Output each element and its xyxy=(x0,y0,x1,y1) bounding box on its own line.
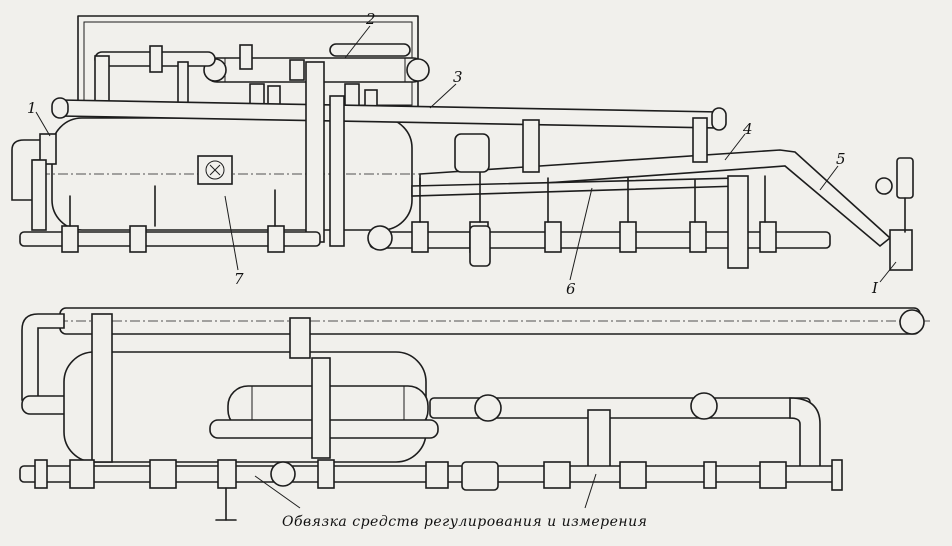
detail-I-instrument xyxy=(875,157,914,233)
label-3: 3 xyxy=(453,68,463,86)
caption: Обвязка средств регулирования и измерени… xyxy=(282,514,647,530)
caption-leaders xyxy=(254,473,597,509)
plan-view: Обвязка средств регулирования и измерени… xyxy=(19,307,930,530)
label-detail-I: I xyxy=(871,279,879,297)
pipe-5-drop xyxy=(522,117,708,173)
label-4: 4 xyxy=(742,120,753,138)
plan-right-branch xyxy=(429,392,821,471)
leaders-top xyxy=(35,25,897,283)
label-6: 6 xyxy=(566,280,576,298)
plan-left-loop xyxy=(21,313,73,415)
label-7: 7 xyxy=(234,270,244,288)
top-view: 1 2 3 4 5 6 7 I xyxy=(11,10,914,298)
plan-vertical-pipes xyxy=(91,313,331,463)
control-valve-actuator xyxy=(454,133,491,267)
plan-valves xyxy=(34,459,843,521)
left-elbow-1 xyxy=(11,133,57,231)
separator-vessel-7 xyxy=(40,117,420,231)
label-2: 2 xyxy=(365,10,376,28)
pipe-3 xyxy=(51,97,727,131)
label-5: 5 xyxy=(836,150,846,168)
plan-header-pipe xyxy=(40,307,930,335)
label-1: 1 xyxy=(27,99,37,117)
